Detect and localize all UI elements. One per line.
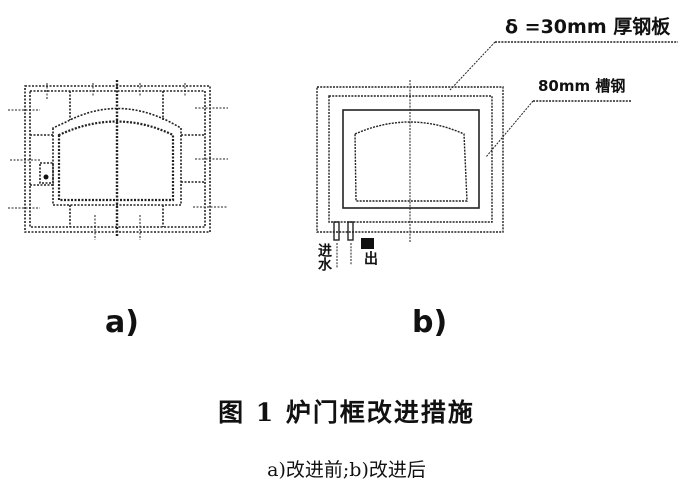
outlet-pipe xyxy=(347,221,354,241)
inlet-label: 进水 xyxy=(316,243,332,271)
outlet-label: 出 xyxy=(362,251,378,265)
figure-caption: 图 1 炉门框改进措施 xyxy=(218,398,475,427)
steel-plate-frame xyxy=(316,86,504,233)
figure-subcaption: a)改进前;b)改进后 xyxy=(267,459,426,481)
panel-b-label: b) xyxy=(412,305,448,340)
door-opening xyxy=(354,121,468,202)
channel-label: 80mm 槽钢 xyxy=(538,77,626,95)
inlet-pipe xyxy=(333,221,340,241)
bolt-mark xyxy=(43,174,49,180)
panel-b-drawing xyxy=(316,41,678,268)
panel-a-label: a) xyxy=(105,305,139,340)
panel-a-drawing xyxy=(8,80,228,240)
outlet-marker xyxy=(361,238,374,249)
plate-label: δ =30mm 厚钢板 xyxy=(505,16,671,38)
door-opening xyxy=(57,120,175,202)
door-arch-outline xyxy=(52,107,182,206)
